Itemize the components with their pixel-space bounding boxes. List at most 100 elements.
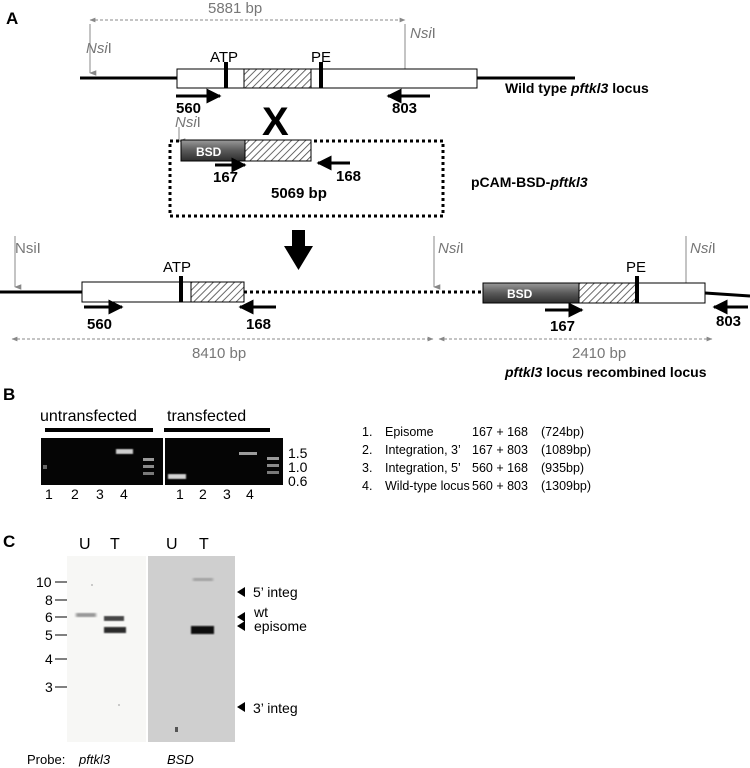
homology-region (578, 282, 637, 304)
legend-name: Integration, 3’ (385, 443, 461, 457)
blot-speck (91, 584, 93, 586)
bsd-label: BSD (507, 287, 533, 301)
legend-size: (935bp) (541, 461, 584, 475)
atp-label: ATP (210, 49, 238, 66)
size-marker-label: 8 (45, 592, 53, 608)
blot-band (104, 616, 124, 621)
gel-image-untransfected (41, 438, 163, 485)
lane-label: 4 (120, 486, 128, 502)
primer-label: 168 (336, 168, 361, 185)
southern-blot-bsd (148, 556, 235, 742)
band-annotations: 5’ integ wt episome 3’ integ (237, 584, 307, 716)
primer-label: 167 (213, 169, 238, 186)
legend-row: 2. Integration, 3’ 167 + 803 (1089bp) (362, 443, 591, 457)
homology-region (190, 281, 245, 303)
legend-name: Wild-type locus (385, 479, 470, 493)
gene-box-recombined-right (635, 282, 706, 304)
primer-label: 168 (246, 316, 271, 333)
lane-label: 1 (176, 486, 184, 502)
legend-size: (1309bp) (541, 479, 591, 493)
lane-label: 2 (71, 486, 79, 502)
nsi-label: NsiI (690, 240, 716, 257)
legend-num: 3. (362, 461, 372, 475)
blot-speck (118, 704, 120, 706)
nsi-label: NsiI (175, 114, 201, 131)
legend-primers: 560 + 803 (472, 479, 528, 493)
annotation-label: 3’ integ (253, 700, 298, 716)
recombination-arrow (284, 230, 313, 270)
size-marker-label: 10 (36, 574, 52, 590)
recombined-locus-label: pftkl3 locus recombined locus (504, 364, 707, 380)
marker-label: 1.0 (288, 459, 308, 475)
annotation-label: episome (254, 618, 307, 634)
legend-num: 2. (362, 443, 372, 457)
size-marker-label: 3 (45, 679, 53, 695)
ladder-band (267, 464, 279, 467)
legend-name: Episome (385, 425, 434, 439)
legend-primers: 167 + 168 (472, 425, 528, 439)
panel-b-label: B (3, 385, 15, 404)
gel-band (43, 465, 47, 469)
legend-primers: 167 + 803 (472, 443, 528, 457)
blot-speck (175, 727, 178, 732)
primer-label: 803 (392, 100, 417, 117)
transfected-label: transfected (167, 408, 246, 425)
legend-num: 1. (362, 425, 372, 439)
distance-top-label: 5881 bp (208, 0, 262, 17)
lane-label-t: T (110, 536, 120, 553)
distance-left-label: 8410 bp (192, 345, 246, 362)
ladder-band (143, 465, 154, 468)
nsi-label: NsiI (438, 240, 464, 257)
size-markers: 10 8 6 5 4 3 (36, 574, 67, 695)
annotation-label: 5’ integ (253, 584, 298, 600)
probe-name-right: BSD (167, 752, 194, 767)
blot-band (191, 626, 214, 634)
distance-right-label: 2410 bp (572, 345, 626, 362)
lane-label-t: T (199, 536, 209, 553)
gel-band (168, 474, 186, 479)
ladder-band (267, 457, 279, 460)
ladder-band (143, 472, 154, 475)
southern-blot-pftkl3 (67, 556, 146, 742)
primer-label: 167 (550, 318, 575, 335)
pe-label: PE (626, 259, 646, 276)
ladder-band (267, 471, 279, 474)
nsi-label: NsiI (410, 25, 436, 42)
lane-label: 4 (246, 486, 254, 502)
annotation-arrow (237, 612, 245, 622)
plasmid-size-label: 5069 bp (271, 185, 327, 202)
legend-row: 1. Episome 167 + 168 (724bp) (362, 425, 584, 439)
plasmid-name-label: pCAM-BSD-pftkl3 (471, 174, 588, 190)
crossover-symbol: X (262, 100, 289, 144)
annotation-label: wt (253, 604, 268, 620)
annotation-arrow (237, 587, 245, 597)
primer-label: 560 (87, 316, 112, 333)
legend-size: (724bp) (541, 425, 584, 439)
ladder-band (143, 458, 154, 461)
primer-label: 803 (716, 313, 741, 330)
legend-size: (1089bp) (541, 443, 591, 457)
lane-labels: 1 2 3 4 1 2 3 4 (45, 486, 254, 502)
lane-label: 3 (96, 486, 104, 502)
blot-band (193, 578, 213, 581)
size-marker-label: 4 (45, 651, 53, 667)
bsd-label: BSD (196, 145, 222, 159)
size-marker-label: 5 (45, 627, 53, 643)
panel-a-label: A (6, 9, 18, 28)
size-marker-label: 6 (45, 609, 53, 625)
untransfected-label: untransfected (40, 408, 137, 425)
nsi-label-plain: NsiI (15, 240, 41, 257)
lane-label-u: U (79, 536, 91, 553)
legend-primers: 560 + 168 (472, 461, 528, 475)
gel-band (116, 449, 133, 454)
nsi-label: NsiI (86, 40, 112, 57)
gel-band (239, 452, 257, 455)
annotation-arrow (237, 702, 245, 712)
lane-label: 3 (223, 486, 231, 502)
blot-band (104, 627, 126, 633)
pe-label: PE (311, 49, 331, 66)
pcr-legend: 1. Episome 167 + 168 (724bp) 2. Integrat… (362, 425, 591, 493)
probe-label: Probe: (27, 752, 65, 767)
legend-row: 4. Wild-type locus 560 + 803 (1309bp) (362, 479, 591, 493)
lane-label-u: U (166, 536, 178, 553)
